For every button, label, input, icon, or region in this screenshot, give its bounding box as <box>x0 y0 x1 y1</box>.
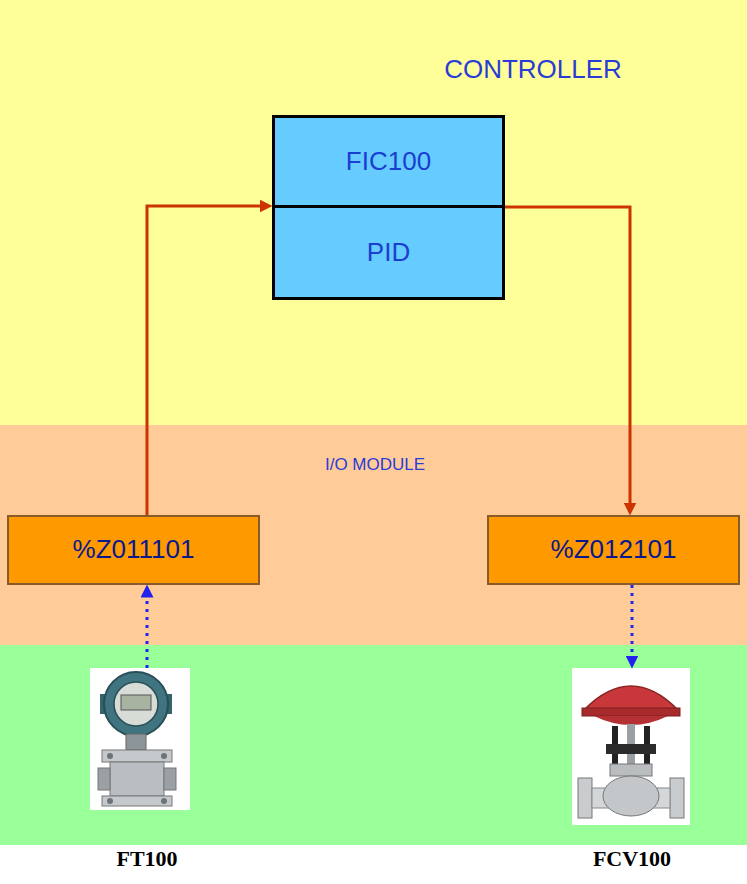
channel-tag: %Z011101 <box>73 534 195 565</box>
instrument-tag: FT100 <box>67 846 227 872</box>
block-label: PID <box>367 237 410 268</box>
valve-illustration <box>572 668 690 825</box>
transmitter-illustration <box>90 668 190 810</box>
band-title: CONTROLLER <box>373 54 693 85</box>
band-title: I/O MODULE <box>215 455 535 475</box>
flow-transmitter: FT100 <box>67 668 227 876</box>
io-module-band: I/O MODULE %Z011101 %Z012101 <box>0 425 747 645</box>
channel-tag: %Z012101 <box>551 534 677 565</box>
signal-arrow <box>147 206 266 515</box>
instrument-tag: FCV100 <box>552 846 712 872</box>
pid-block: PID <box>272 205 505 300</box>
block-tag: FIC100 <box>346 146 431 177</box>
controller-band: CONTROLLER FIC100PID <box>0 0 747 425</box>
field-signal-arrow <box>146 591 149 668</box>
io-channel: %Z011101 <box>7 515 260 585</box>
field-signal-arrow <box>631 585 634 662</box>
signal-arrow <box>505 207 630 509</box>
io-channel: %Z012101 <box>487 515 740 585</box>
function-block: FIC100 <box>272 115 505 208</box>
control-valve: FCV100 <box>552 668 712 876</box>
